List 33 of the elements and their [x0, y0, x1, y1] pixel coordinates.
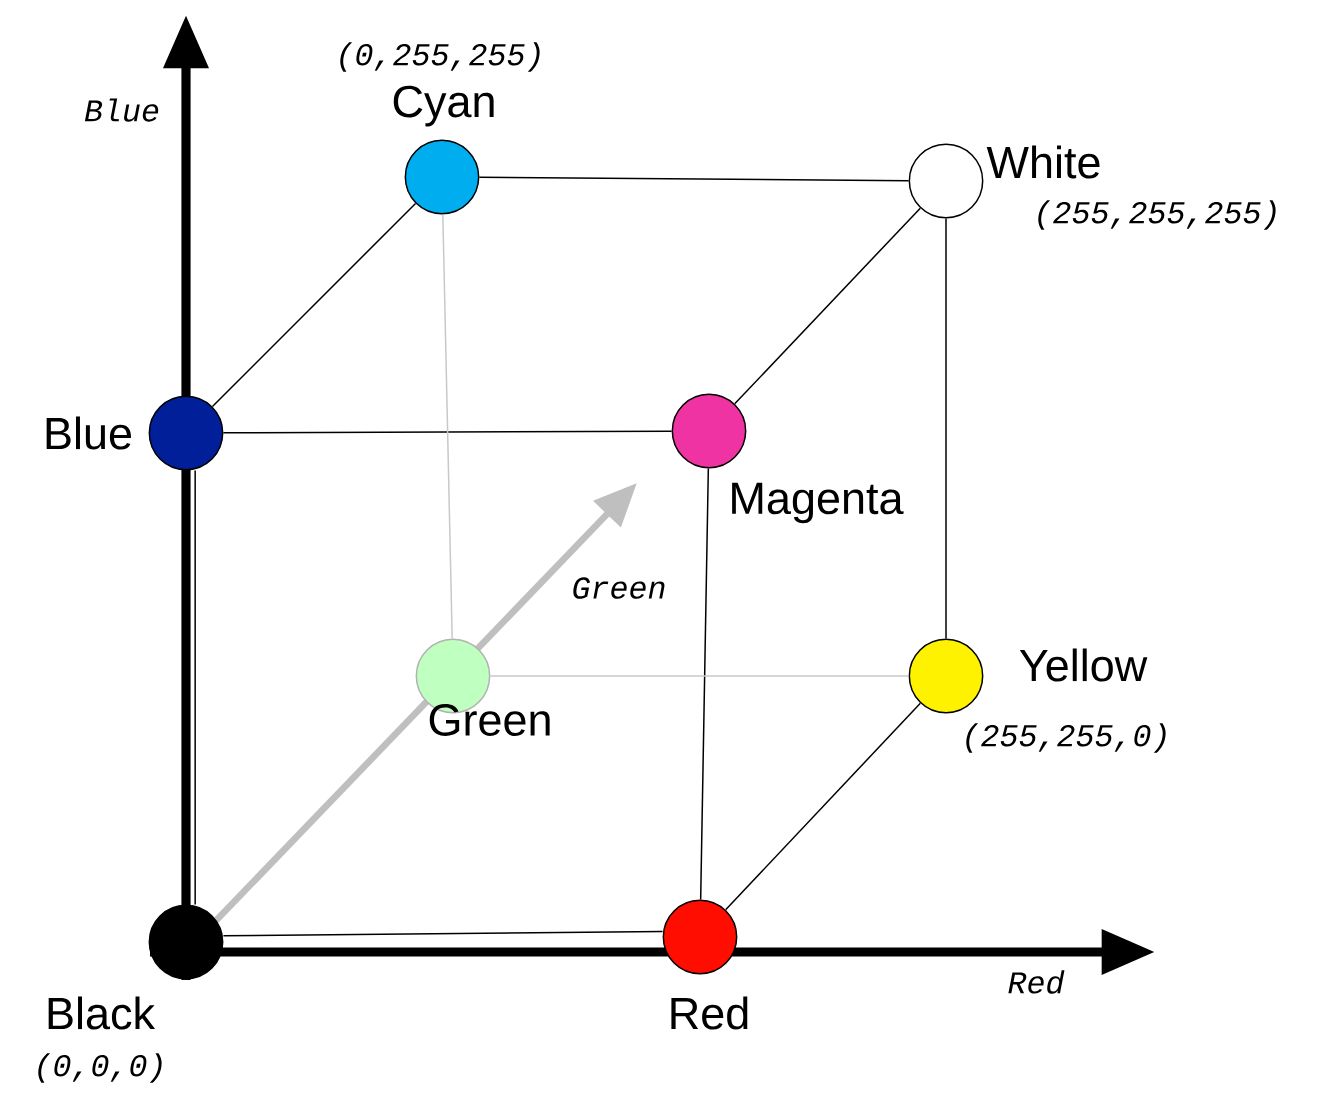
cube-edge [724, 702, 922, 911]
axis-label: Blue [84, 98, 159, 122]
rgb-value: (0,0,0) [38, 1053, 162, 1083]
color-circle [148, 904, 224, 980]
cube-edge [194, 469, 196, 906]
color-name: White [986, 145, 1100, 179]
cube-edge [489, 675, 910, 677]
color-name: Blue [46, 416, 131, 450]
color-circle [908, 143, 984, 219]
color-name: Black [48, 996, 156, 1030]
cube-edge [734, 207, 921, 405]
color-circle [662, 899, 738, 975]
cube-edge [222, 430, 673, 434]
color-circle [908, 638, 984, 714]
axis-label: Green [573, 577, 665, 599]
color-name: Cyan [393, 85, 494, 127]
cube-edge [478, 176, 910, 182]
color-circle [671, 393, 747, 469]
cube-edge [945, 217, 947, 640]
color-name: Yellow [1019, 648, 1148, 682]
color-circle [148, 395, 224, 471]
cube-edge [699, 467, 710, 901]
color-circle [404, 139, 480, 215]
rgb-value: (0,255,255) [340, 42, 540, 72]
cube-edge [211, 202, 417, 408]
cube-edge [222, 930, 664, 937]
axis-label: Red [1008, 970, 1065, 994]
color-name: Magenta [732, 482, 904, 524]
color-name: Green [429, 704, 550, 736]
rgb-value: (255,255,255) [1038, 200, 1276, 230]
rgb-value: (255,255,0) [966, 723, 1166, 753]
cube-edge [442, 213, 453, 640]
color-name: Red [671, 996, 748, 1030]
